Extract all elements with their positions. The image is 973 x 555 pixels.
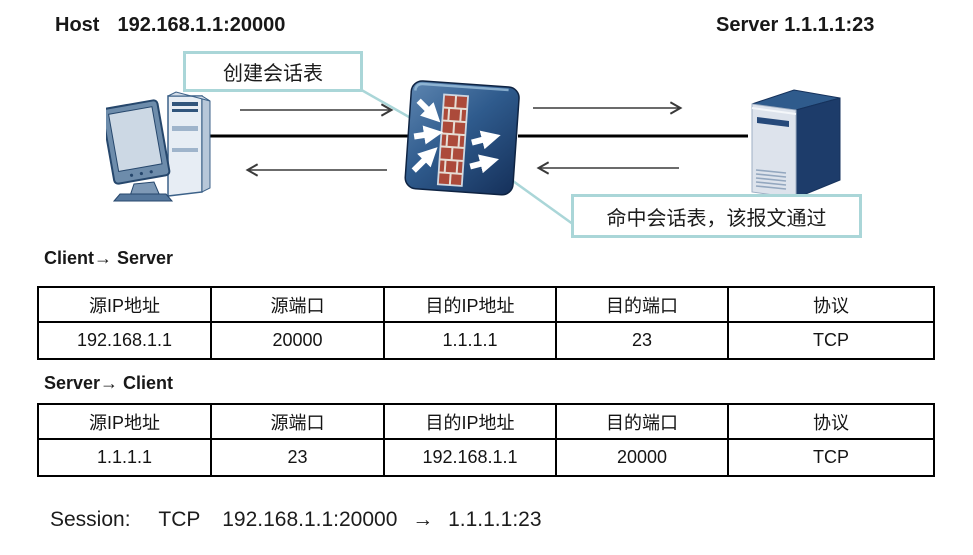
server-tower-icon [751, 89, 841, 199]
firewall-icon [404, 80, 520, 196]
server-address: 1.1.1.1:23 [784, 14, 875, 36]
session-destination: 1.1.1.1:23 [448, 508, 542, 531]
table-row: 192.168.1.1 20000 1.1.1.1 23 TCP [37, 321, 935, 360]
cell-src-port: 20000 [210, 321, 385, 360]
host-computer-icon [106, 91, 211, 202]
col-header-protocol: 协议 [727, 403, 935, 440]
col-header-src-port: 源端口 [210, 286, 385, 323]
table-header-row: 源IP地址 源端口 目的IP地址 目的端口 协议 [37, 403, 935, 440]
session-source: 192.168.1.1:20000 [222, 508, 398, 531]
cell-dst-ip: 192.168.1.1 [383, 438, 557, 477]
table-row: 1.1.1.1 23 192.168.1.1 20000 TCP [37, 438, 935, 477]
callout-hit-session: 命中会话表，该报文通过 [571, 194, 862, 238]
col-header-dst-port: 目的端口 [555, 403, 729, 440]
server-name: Server [716, 14, 779, 36]
traffic-arrows [411, 98, 501, 174]
callout-create-session: 创建会话表 [183, 51, 363, 92]
session-arrow: → [412, 508, 434, 531]
col-header-dst-ip: 目的IP地址 [383, 403, 557, 440]
col-header-src-ip: 源IP地址 [37, 403, 212, 440]
col-header-dst-port: 目的端口 [555, 286, 729, 323]
host-endpoint-label: Host 192.168.1.1:20000 [55, 14, 285, 37]
cell-src-ip: 1.1.1.1 [37, 438, 212, 477]
server-client-table: 源IP地址 源端口 目的IP地址 目的端口 协议 1.1.1.1 23 192.… [37, 403, 935, 477]
cell-src-ip: 192.168.1.1 [37, 321, 212, 360]
cell-protocol: TCP [727, 438, 935, 477]
col-header-dst-ip: 目的IP地址 [383, 286, 557, 323]
cell-dst-ip: 1.1.1.1 [383, 321, 557, 360]
client-server-title: Client→ Server [44, 248, 174, 268]
host-name: Host [55, 14, 100, 36]
callout-create-session-text: 创建会话表 [223, 63, 323, 85]
client-server-table: 源IP地址 源端口 目的IP地址 目的端口 协议 192.168.1.1 200… [37, 286, 935, 360]
table-header-row: 源IP地址 源端口 目的IP地址 目的端口 协议 [37, 286, 935, 323]
col-header-protocol: 协议 [727, 286, 935, 323]
session-label: Session: [50, 508, 131, 531]
col-header-src-port: 源端口 [210, 403, 385, 440]
session-summary: Session: TCP 192.168.1.1:20000 → 1.1.1.1… [50, 508, 542, 532]
server-client-title: Server→ Client [44, 373, 174, 393]
cell-protocol: TCP [727, 321, 935, 360]
callout-hit-session-text: 命中会话表，该报文通过 [606, 207, 827, 230]
cell-dst-port: 23 [555, 321, 729, 360]
host-address: 192.168.1.1:20000 [117, 14, 286, 36]
cell-src-port: 23 [210, 438, 385, 477]
col-header-src-ip: 源IP地址 [37, 286, 212, 323]
session-protocol: TCP [158, 508, 201, 531]
brick-wall [436, 93, 470, 187]
cell-dst-port: 20000 [555, 438, 729, 477]
